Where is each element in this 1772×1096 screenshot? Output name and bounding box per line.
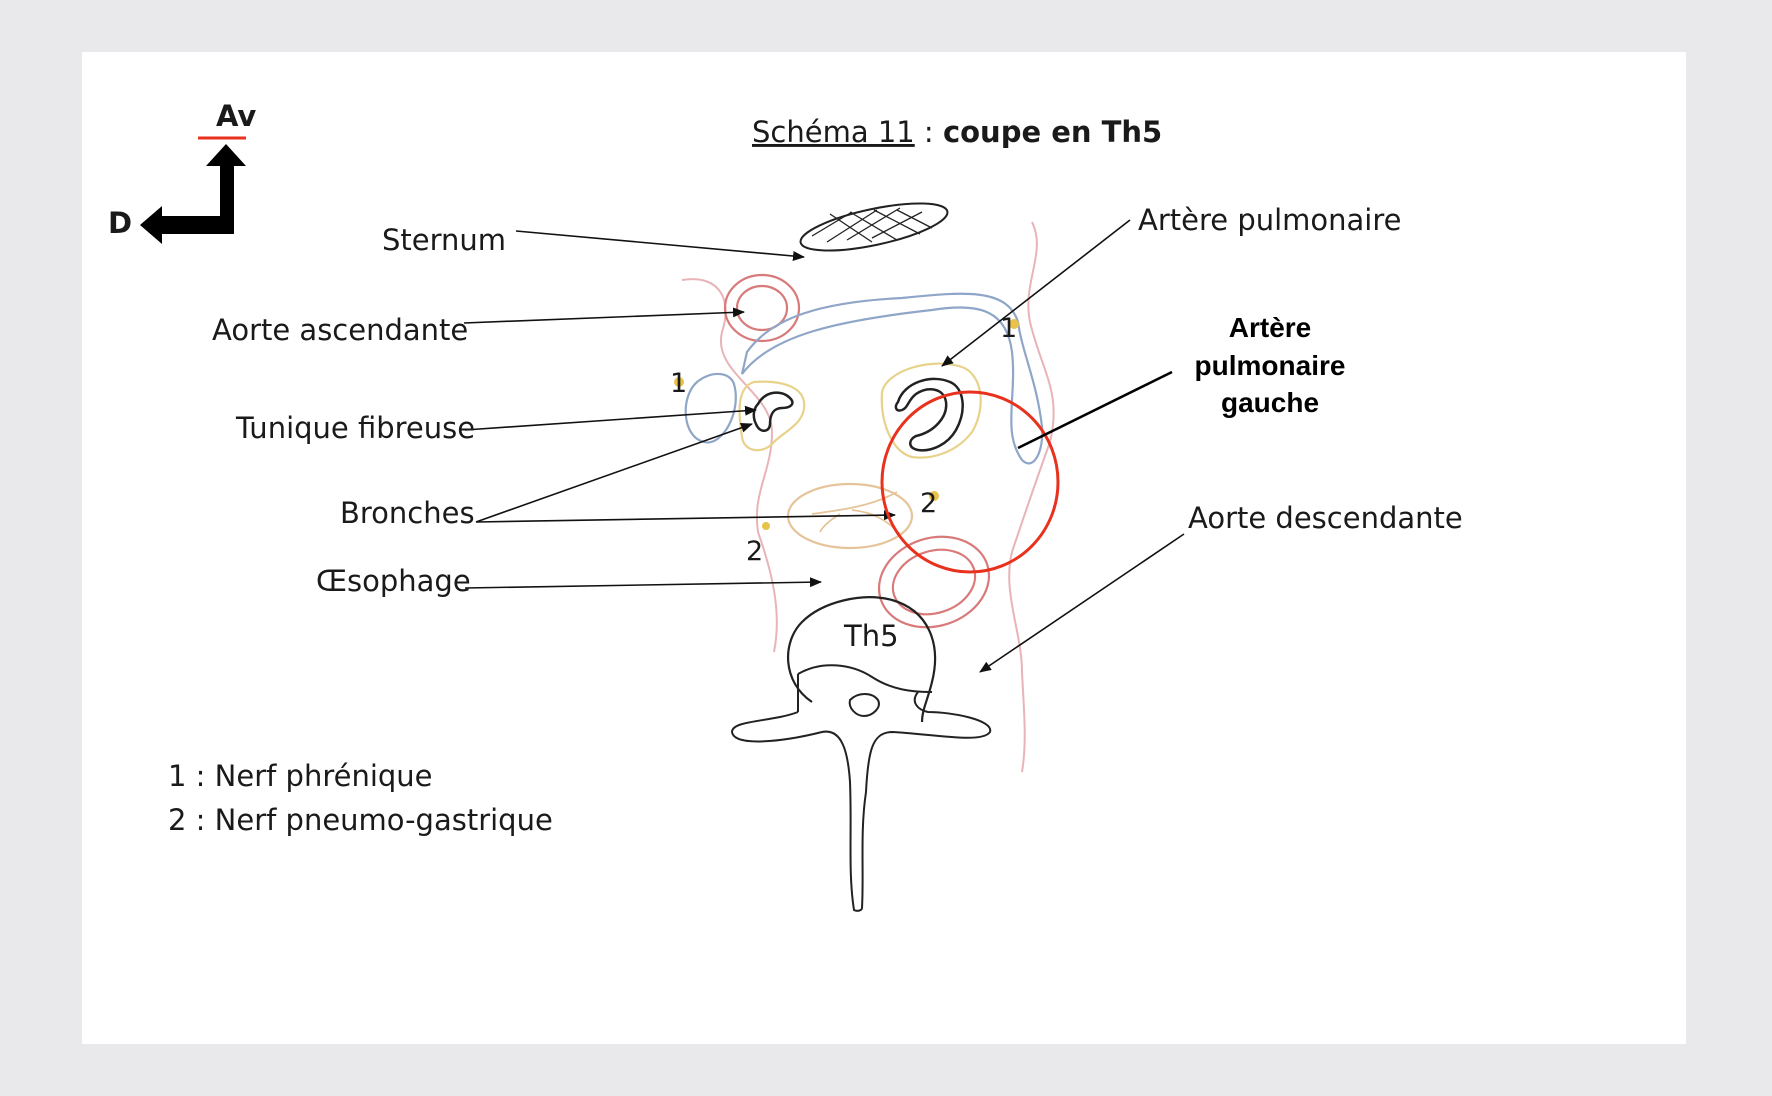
title-number: Schéma 11 bbox=[752, 115, 915, 149]
highlight-circle bbox=[880, 390, 1060, 574]
ascending-aorta-shape bbox=[723, 273, 801, 343]
title-separator: : bbox=[915, 115, 943, 149]
artere-pulmonaire-label: Artère pulmonaire bbox=[1138, 203, 1402, 237]
diagram-title: Schéma 11 : coupe en Th5 bbox=[752, 115, 1162, 149]
bronches-leader-left bbox=[475, 510, 896, 523]
oesophage-leader bbox=[464, 577, 822, 589]
orientation-arrow-icon bbox=[140, 144, 246, 244]
callout-line-3: gauche bbox=[1221, 387, 1319, 418]
right-bronchus-shape bbox=[738, 380, 806, 452]
legend-item-1: 1 : Nerf phrénique bbox=[168, 759, 433, 793]
bronches-leader-right bbox=[475, 422, 753, 523]
aorte-descendante-leader bbox=[979, 533, 1185, 673]
leader-lines bbox=[463, 219, 1185, 673]
left-pleura-outline bbox=[1008, 221, 1055, 773]
tunique-fibreuse-leader bbox=[464, 405, 757, 431]
anatomical-cross-section: Av D Schéma 11 : coupe en Th5 bbox=[108, 99, 1463, 912]
vertebra-label: Th5 bbox=[843, 619, 899, 653]
right-label: D bbox=[108, 206, 132, 240]
title-subject: coupe en Th5 bbox=[943, 115, 1162, 149]
vagus-marker-right: 2 bbox=[746, 536, 763, 567]
callout-leader bbox=[1017, 370, 1173, 450]
artere-pulmonaire-leader bbox=[941, 219, 1131, 367]
svg-text:Schéma 11 : coupe en Th5: Schéma 11 : coupe en Th5 bbox=[752, 115, 1162, 149]
oesophage-label: Œsophage bbox=[316, 564, 471, 598]
sternum-label: Sternum bbox=[382, 223, 506, 257]
callout-label: Artère pulmonaire gauche bbox=[1195, 312, 1346, 418]
callout-line-2: pulmonaire bbox=[1195, 350, 1346, 381]
tunique-fibreuse-label: Tunique fibreuse bbox=[235, 411, 475, 445]
phrenic-marker-left: 1 bbox=[1000, 313, 1017, 344]
phrenic-marker-right: 1 bbox=[670, 368, 687, 399]
legend: 1 : Nerf phrénique 2 : Nerf pneumo-gastr… bbox=[168, 759, 553, 837]
anterior-label: Av bbox=[216, 99, 256, 133]
aorte-descendante-label: Aorte descendante bbox=[1188, 501, 1463, 535]
right-pulmonary-artery-shape bbox=[684, 372, 737, 444]
left-bronchus-shape bbox=[880, 362, 982, 459]
descending-aorta-shape bbox=[877, 535, 991, 629]
vertebra-th5-shape: Th5 bbox=[730, 596, 992, 912]
sternum-leader bbox=[515, 230, 805, 261]
orientation-indicator: Av D bbox=[108, 99, 256, 244]
pulmonary-trunk-shape bbox=[740, 292, 1044, 465]
aorte-ascendante-label: Aorte ascendante bbox=[212, 313, 468, 347]
sternum-shape bbox=[799, 202, 949, 252]
aorte-ascendante-leader bbox=[463, 307, 745, 324]
callout-line-1: Artère bbox=[1229, 312, 1311, 343]
diagram-sheet: Av D Schéma 11 : coupe en Th5 bbox=[82, 52, 1686, 1044]
vagus-marker-left: 2 bbox=[920, 488, 937, 519]
bronches-label: Bronches bbox=[340, 496, 475, 530]
legend-item-2: 2 : Nerf pneumo-gastrique bbox=[168, 803, 553, 837]
nerve-markers: 1 1 2 2 bbox=[670, 313, 1019, 567]
